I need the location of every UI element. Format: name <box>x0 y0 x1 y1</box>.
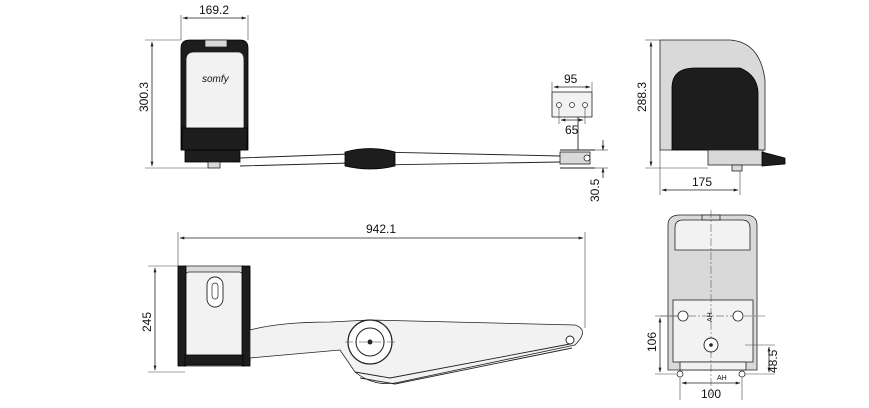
front-view: somfy 169.2 300.3 95 <box>137 3 608 202</box>
plan-view: 942.1 245 <box>140 222 586 385</box>
base-view: AH AH 106 48.5 100 <box>645 210 780 401</box>
dim-front-height: 300.3 <box>137 82 151 112</box>
brand-logo: somfy <box>202 74 230 85</box>
dim-base-height: 106 <box>645 332 659 352</box>
dim-bracket-spacing: 65 <box>565 123 579 137</box>
dim-plan-length: 942.1 <box>366 222 396 236</box>
dim-plan-width: 245 <box>140 312 154 332</box>
dim-base-width: 100 <box>701 387 721 401</box>
dim-front-width: 169.2 <box>199 3 229 17</box>
dim-base-offset: 48.5 <box>766 349 780 373</box>
dim-arm-offset: 30.5 <box>588 178 602 202</box>
label-ah-bottom: AH <box>717 375 727 382</box>
label-ah-top: AH <box>707 312 714 322</box>
dim-bracket-width: 95 <box>564 72 578 86</box>
dim-side-height: 288.3 <box>635 82 649 112</box>
side-view: 288.3 175 <box>635 39 786 195</box>
dim-side-depth: 175 <box>692 175 712 189</box>
